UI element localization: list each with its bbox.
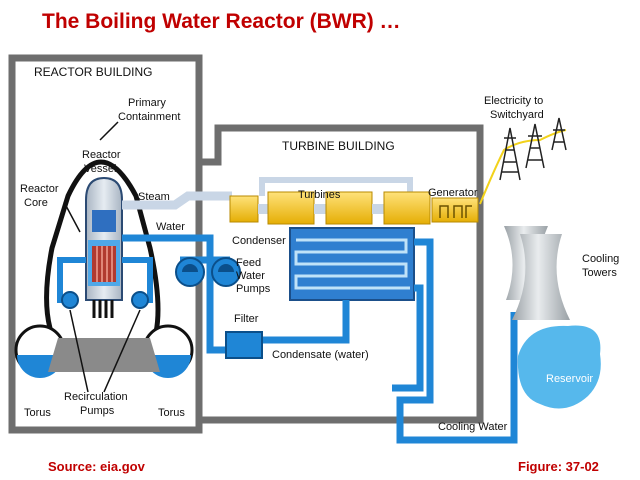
feed-water-pumps-label-2: Water — [236, 270, 265, 282]
reactor-building-label: REACTOR BUILDING — [34, 65, 152, 79]
recirculation-pumps-label: Recirculation — [64, 391, 128, 403]
reactor-core-label-2: Core — [24, 197, 48, 209]
feed-water-pumps-label: Feed — [236, 257, 261, 269]
leader-lines — [63, 121, 141, 393]
slide-title: The Boiling Water Reactor (BWR) … — [42, 10, 401, 33]
reservoir — [517, 325, 601, 409]
electricity-label: Electricity to — [484, 95, 543, 107]
turbine-building-label: TURBINE BUILDING — [282, 139, 395, 153]
reactor-core — [92, 246, 116, 282]
torus-support — [48, 338, 160, 372]
source-caption: Source: eia.gov — [48, 459, 145, 474]
recirculation-pump-left — [61, 291, 79, 309]
reservoir-label: Reservoir — [546, 373, 593, 385]
transmission-tower-1 — [499, 127, 521, 181]
recirculation-pump-right — [131, 291, 149, 309]
feed-water-pump-1 — [175, 257, 205, 287]
reactor-core-label: Reactor — [20, 183, 59, 195]
feed-water-pump-2 — [211, 257, 241, 287]
primary-containment-label-2: Containment — [118, 111, 180, 123]
cooling-tower-front — [512, 234, 570, 320]
torus-right-label: Torus — [158, 407, 185, 419]
feed-water-pumps-label-3: Pumps — [236, 283, 271, 295]
reactor-vessel-label-2: Vessel — [84, 163, 116, 175]
steam-pipe — [122, 191, 232, 210]
figure-number: Figure: 37-02 — [518, 459, 599, 474]
condenser — [289, 227, 415, 301]
generator-label: Generator — [428, 187, 478, 199]
turbines — [229, 191, 431, 225]
condenser-label: Condenser — [232, 235, 286, 247]
electricity-label-2: Switchyard — [490, 109, 544, 121]
filter-label: Filter — [234, 313, 259, 325]
control-rods — [92, 300, 114, 318]
torus-left-label: Torus — [24, 407, 51, 419]
filter — [225, 331, 263, 359]
primary-containment-label: Primary — [128, 97, 166, 109]
cooling-water-circuit — [392, 238, 518, 444]
power-line — [479, 129, 567, 205]
turbines-label: Turbines — [298, 189, 341, 201]
generator — [431, 197, 479, 223]
cooling-towers-label-2: Towers — [582, 267, 617, 279]
recirculation-pumps-label-2: Pumps — [80, 405, 115, 417]
reactor-vessel-label: Reactor — [82, 149, 121, 161]
cooling-towers-label: Cooling — [582, 253, 619, 265]
steam-label: Steam — [138, 191, 170, 203]
transmission-tower-3 — [551, 117, 567, 151]
transmission-tower-2 — [525, 123, 545, 169]
water-label: Water — [156, 221, 185, 233]
cooling-water-label: Cooling Water — [438, 421, 508, 433]
condensate-label: Condensate (water) — [272, 349, 369, 361]
